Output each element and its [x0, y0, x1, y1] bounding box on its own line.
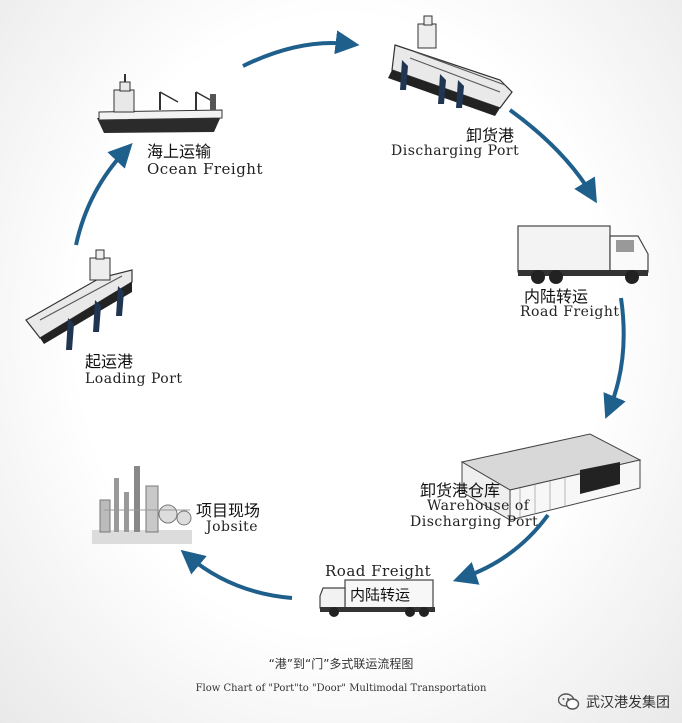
warehouse-label-en-line2: Discharging Port	[410, 514, 539, 530]
ocean-freight-label-en: Ocean Freight	[147, 160, 263, 178]
road-freight-2-label-en: Road Freight	[325, 562, 432, 580]
arrow-road-to-jobsite	[180, 549, 293, 600]
watermark: 武汉港发集团	[558, 692, 670, 712]
arrow-ocean-to-discharging	[242, 30, 360, 68]
caption-en: Flow Chart of "Port"to "Door" Multimodal…	[195, 683, 487, 694]
watermark-text: 武汉港发集团	[586, 695, 670, 711]
loading-port-label-en: Loading Port	[85, 371, 183, 387]
tanker-ship-icon	[388, 15, 513, 116]
loading-port-label-zh: 起运港	[85, 352, 134, 371]
arrow-road-to-warehouse	[603, 297, 626, 419]
tanker-ship-icon	[25, 249, 133, 350]
warehouse-icon	[460, 433, 642, 521]
jobsite-label-en: Jobsite	[206, 519, 259, 535]
caption-zh: “港”到“门”多式联运流程图	[268, 657, 414, 671]
arrow-loading-to-ocean	[74, 143, 133, 246]
flatbed-truck-icon	[319, 579, 435, 617]
jobsite-label-zh: 项目现场	[196, 501, 261, 520]
wechat-icon	[558, 693, 580, 710]
arrow-warehouse-to-road	[452, 513, 550, 585]
box-truck-icon	[517, 225, 649, 284]
factory-icon	[92, 466, 192, 544]
warehouse-label-zh: 卸货港仓库	[420, 481, 501, 500]
discharging-port-label-en: Discharging Port	[391, 143, 520, 159]
cargo-ship-icon	[97, 74, 223, 133]
truck-side-label: 内陆转运	[350, 586, 411, 604]
ocean-freight-label-zh: 海上运输	[147, 142, 212, 161]
road-freight-label-zh: 内陆转运	[524, 287, 589, 306]
road-freight-label-en: Road Freight	[520, 304, 620, 320]
warehouse-label-en-line1: Warehouse of	[427, 498, 530, 514]
discharging-port-label-zh: 卸货港	[466, 126, 515, 145]
arrow-discharging-to-road	[508, 108, 597, 204]
